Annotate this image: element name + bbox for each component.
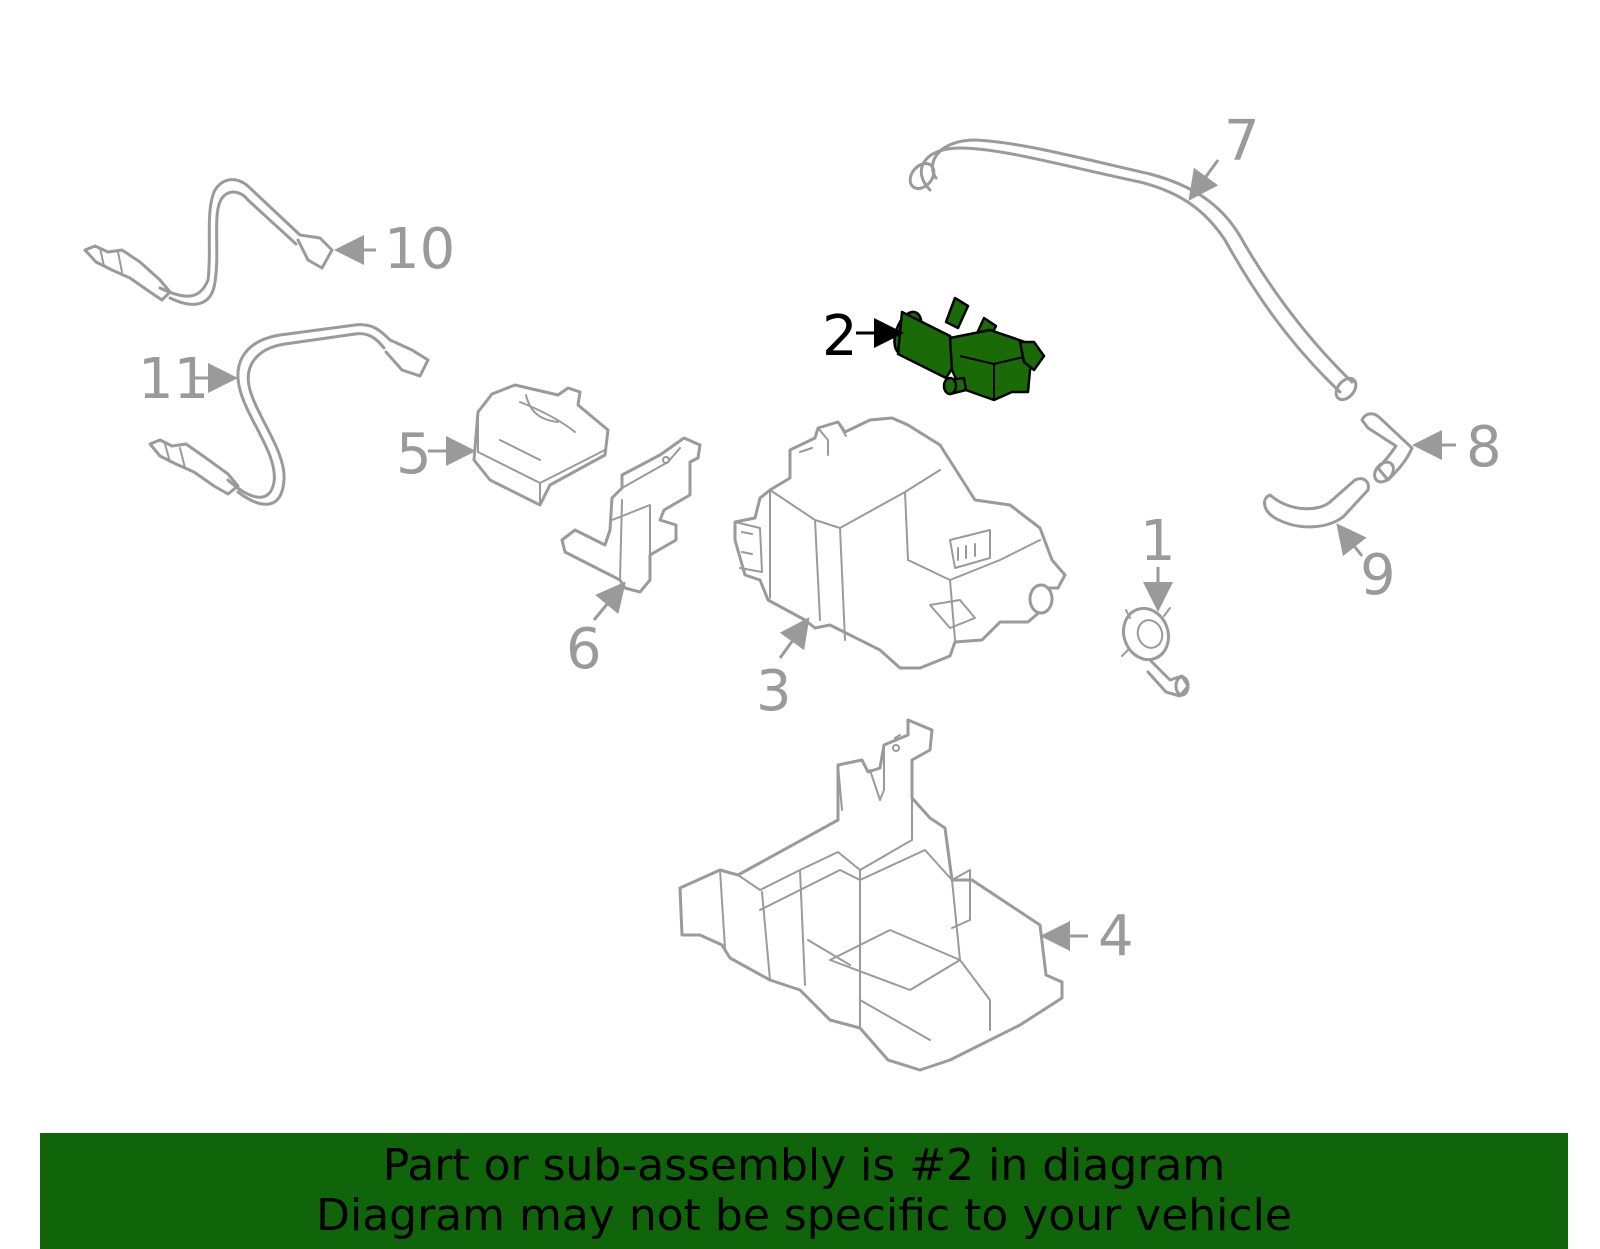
part-4-tray[interactable] [678, 718, 1064, 1072]
part-5-filter-box[interactable] [472, 383, 610, 507]
callout-10[interactable]: 10 [384, 217, 455, 282]
callout-2[interactable]: 2 [822, 304, 858, 369]
callout-11[interactable]: 11 [138, 347, 209, 412]
part-10-sensor[interactable] [83, 178, 334, 306]
callout-6[interactable]: 6 [566, 617, 602, 682]
banner-line-2: Diagram may not be specific to your vehi… [316, 1190, 1292, 1241]
callout-9[interactable]: 9 [1360, 543, 1396, 608]
part-3-canister[interactable] [733, 416, 1067, 670]
banner-line-1: Part or sub-assembly is #2 in diagram [382, 1140, 1226, 1191]
callout-7[interactable]: 7 [1224, 109, 1260, 174]
callout-1[interactable]: 1 [1140, 509, 1176, 574]
part-2-valve[interactable] [889, 296, 1046, 402]
callout-8[interactable]: 8 [1466, 415, 1502, 480]
part-11-sensor[interactable] [148, 323, 430, 506]
part-6-bracket[interactable] [560, 436, 702, 594]
part-7-hose[interactable] [905, 138, 1360, 403]
part-8-elbow[interactable] [1360, 412, 1414, 486]
callout-3[interactable]: 3 [756, 659, 792, 724]
part-1-pump[interactable] [1116, 602, 1190, 698]
callout-5[interactable]: 5 [396, 422, 432, 487]
callout-4[interactable]: 4 [1098, 904, 1134, 969]
info-banner: Part or sub-assembly is #2 in diagram Di… [40, 1133, 1568, 1249]
part-9-hose[interactable] [1263, 477, 1370, 529]
